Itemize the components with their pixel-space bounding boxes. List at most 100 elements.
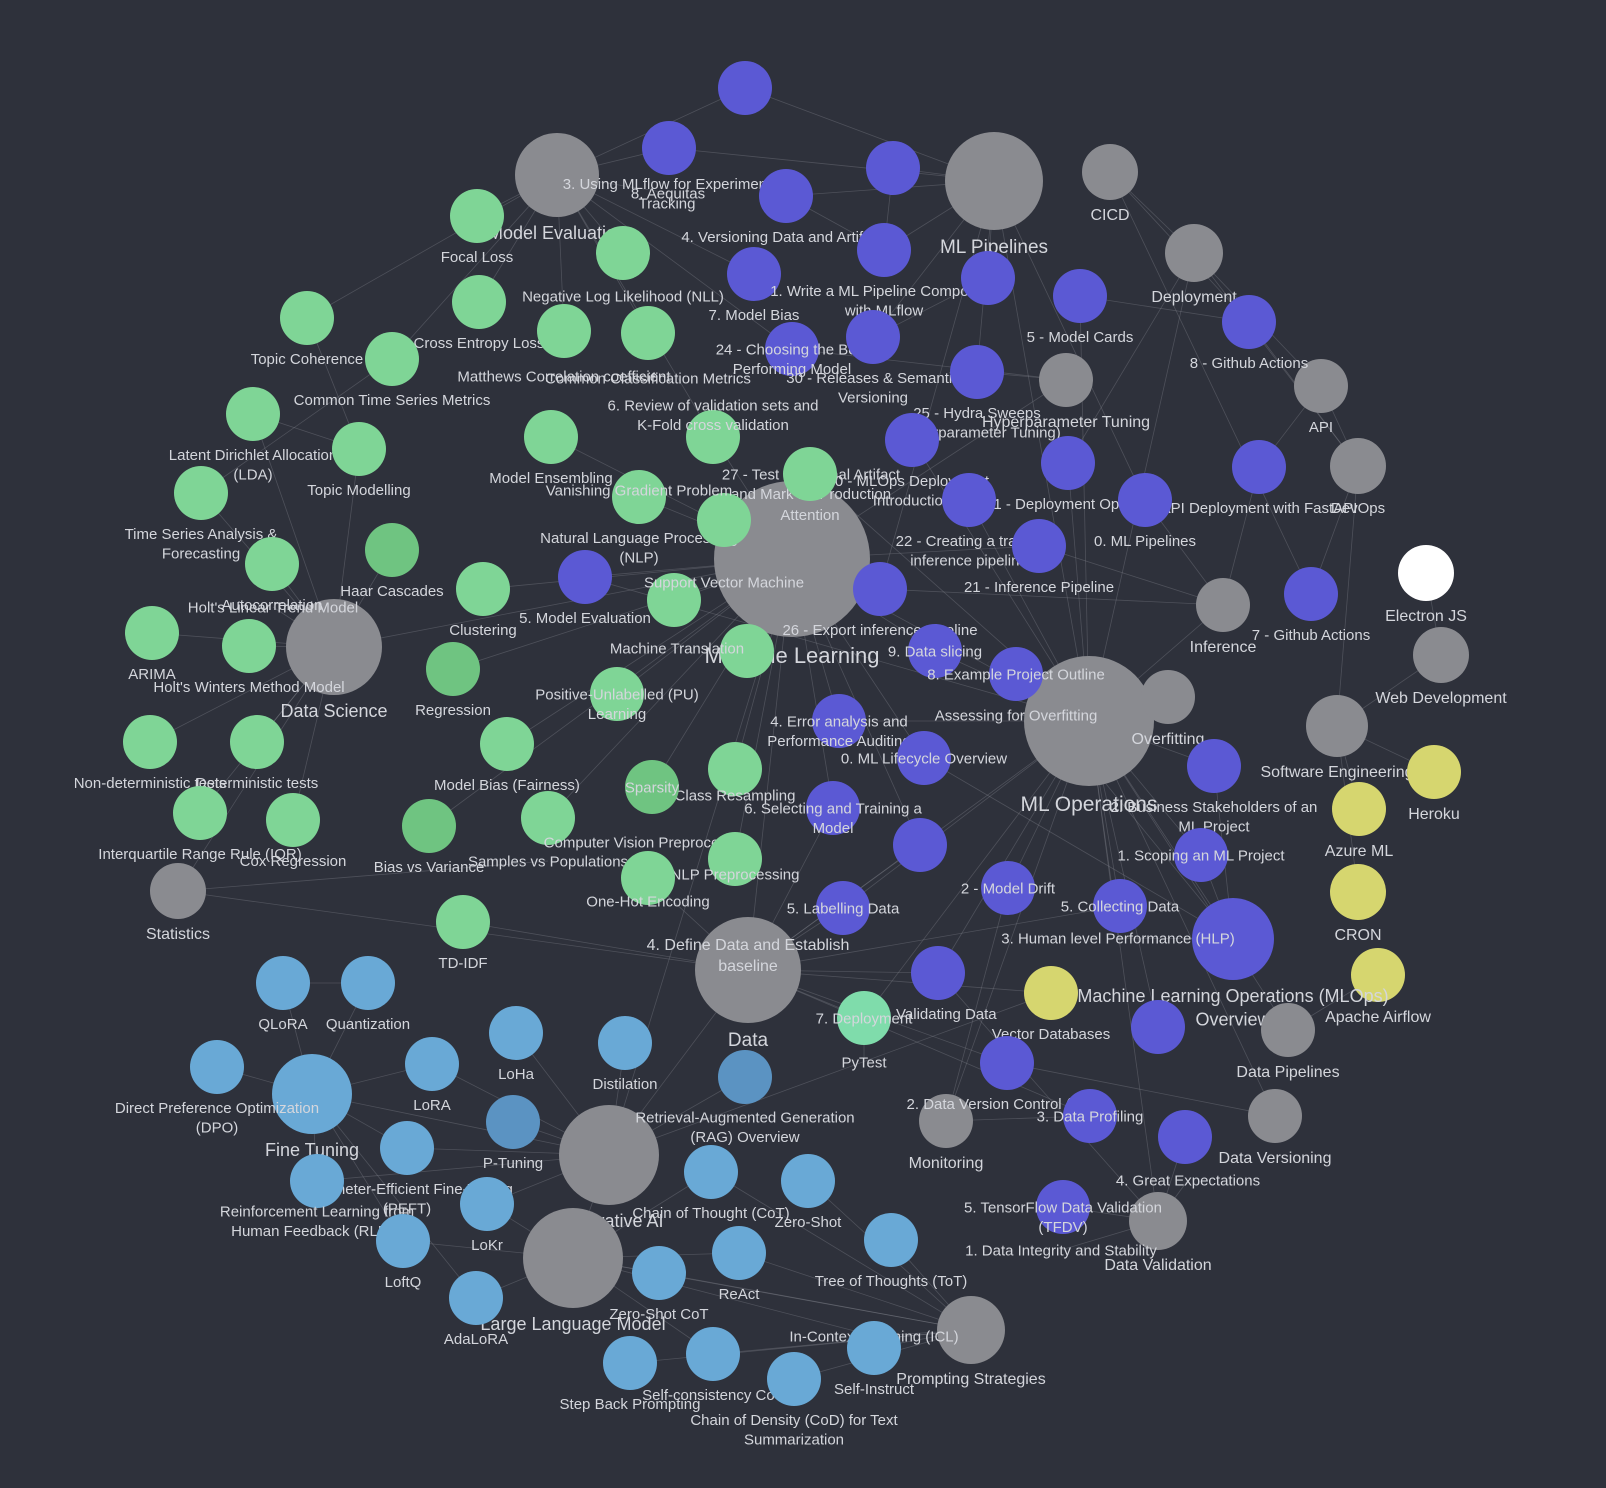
- graph-node[interactable]: PyTest: [841, 1054, 887, 1071]
- graph-node-circle[interactable]: [759, 169, 813, 223]
- graph-node-circle[interactable]: [686, 410, 740, 464]
- graph-node[interactable]: Monitoring: [909, 1094, 984, 1172]
- graph-node[interactable]: Model Evaluation: [488, 133, 626, 243]
- graph-node-circle[interactable]: [1398, 545, 1454, 601]
- graph-node-circle[interactable]: [1053, 269, 1107, 323]
- graph-node[interactable]: CICD: [1082, 144, 1138, 224]
- graph-node-circle[interactable]: [1165, 224, 1223, 282]
- graph-node-circle[interactable]: [712, 1226, 766, 1280]
- graph-node-circle[interactable]: [150, 863, 206, 919]
- graph-node-circle[interactable]: [720, 624, 774, 678]
- graph-node-circle[interactable]: [642, 121, 696, 175]
- graph-node[interactable]: DevOps: [1330, 438, 1386, 517]
- graph-node-circle[interactable]: [1039, 353, 1093, 407]
- graph-node[interactable]: Natural Language Processing(NLP): [540, 470, 738, 567]
- graph-node[interactable]: Time Series Analysis &Forecasting: [125, 466, 278, 563]
- graph-node[interactable]: Topic Coherence: [251, 291, 364, 368]
- graph-node-circle[interactable]: [1232, 440, 1286, 494]
- graph-node-circle[interactable]: [1261, 1003, 1315, 1057]
- graph-node[interactable]: Overfitting: [1132, 670, 1205, 748]
- graph-node-circle[interactable]: [695, 917, 801, 1023]
- graph-node[interactable]: 4. Versioning Data and Artifacts: [681, 169, 891, 246]
- graph-node-circle[interactable]: [697, 493, 751, 547]
- graph-node[interactable]: Data Validation: [1104, 1192, 1212, 1274]
- graph-node[interactable]: One-Hot Encoding: [586, 851, 710, 910]
- graph-node-circle[interactable]: [1082, 144, 1138, 200]
- graph-node[interactable]: LoftQ: [376, 1214, 430, 1291]
- graph-node[interactable]: 6. Validating Data: [879, 946, 997, 1023]
- graph-node[interactable]: Data Pipelines: [1236, 1003, 1340, 1081]
- graph-node[interactable]: Holt's Linear Trend Model: [188, 599, 358, 616]
- graph-node[interactable]: 4. Great Expectations: [1116, 1172, 1260, 1189]
- graph-node[interactable]: 8. Example Project Outline: [927, 647, 1105, 701]
- graph-node-circle[interactable]: [1196, 578, 1250, 632]
- graph-node[interactable]: 5. Collecting Data: [1061, 879, 1180, 933]
- graph-node-circle[interactable]: [1024, 656, 1154, 786]
- graph-node[interactable]: Apache Airflow: [1325, 948, 1431, 1026]
- graph-node-circle[interactable]: [1306, 695, 1368, 757]
- graph-node-circle[interactable]: [559, 1105, 659, 1205]
- graph-node[interactable]: Software Engineering: [1261, 695, 1414, 781]
- graph-node[interactable]: Zero-Shot: [775, 1154, 843, 1231]
- graph-node[interactable]: Cox Regression: [240, 793, 347, 870]
- graph-node-circle[interactable]: [846, 310, 900, 364]
- graph-node[interactable]: ARIMA: [125, 606, 179, 683]
- graph-node[interactable]: Statistics: [146, 863, 210, 943]
- graph-node[interactable]: 8 - Github Actions: [1190, 295, 1308, 372]
- graph-node-circle[interactable]: [647, 573, 701, 627]
- graph-node-circle[interactable]: [1129, 1192, 1187, 1250]
- graph-node-circle[interactable]: [942, 473, 996, 527]
- graph-node[interactable]: 5. TensorFlow Data Validation(TFDV): [964, 1180, 1162, 1236]
- graph-node[interactable]: Inference: [1190, 578, 1257, 656]
- graph-node-circle[interactable]: [332, 422, 386, 476]
- graph-node[interactable]: Fine Tuning: [265, 1054, 359, 1160]
- graph-node-circle[interactable]: [558, 550, 612, 604]
- graph-node-circle[interactable]: [486, 1095, 540, 1149]
- graph-node-circle[interactable]: [603, 1336, 657, 1390]
- graph-node[interactable]: Data Science: [280, 599, 388, 721]
- graph-node-circle[interactable]: [286, 599, 382, 695]
- graph-node[interactable]: 7. Model Bias: [709, 247, 800, 324]
- graph-node[interactable]: 0. ML Pipelines: [1094, 473, 1196, 550]
- graph-node-circle[interactable]: [449, 1271, 503, 1325]
- graph-node[interactable]: TD-IDF: [436, 895, 490, 972]
- graph-node[interactable]: Data: [695, 917, 801, 1051]
- graph-node-circle[interactable]: [1413, 627, 1469, 683]
- graph-node-circle[interactable]: [945, 132, 1043, 230]
- graph-node-circle[interactable]: [173, 786, 227, 840]
- graph-node[interactable]: Step Back Prompting: [560, 1336, 701, 1413]
- graph-node-circle[interactable]: [598, 1016, 652, 1070]
- graph-node-circle[interactable]: [1187, 739, 1241, 793]
- graph-node[interactable]: LoRA: [405, 1037, 459, 1114]
- graph-node-circle[interactable]: [405, 1037, 459, 1091]
- graph-node[interactable]: Clustering: [449, 562, 517, 639]
- graph-node[interactable]: 3. Human level Performance (HLP): [1001, 930, 1234, 947]
- graph-node[interactable]: ML Operations: [1021, 656, 1158, 816]
- graph-node-circle[interactable]: [537, 304, 591, 358]
- graph-node-circle[interactable]: [1141, 670, 1195, 724]
- graph-node[interactable]: P-Tuning: [483, 1095, 543, 1172]
- graph-node-circle[interactable]: [402, 799, 456, 853]
- graph-node-circle[interactable]: [1093, 879, 1147, 933]
- graph-node[interactable]: 2. Data Version Control (DVC): [907, 1036, 1108, 1113]
- graph-node[interactable]: Distilation: [592, 1016, 658, 1093]
- graph-node-circle[interactable]: [1284, 567, 1338, 621]
- graph-node[interactable]: 21 - Inference Pipeline: [964, 519, 1114, 596]
- graph-node[interactable]: Common Time Series Metrics: [294, 332, 491, 409]
- graph-node-circle[interactable]: [290, 1154, 344, 1208]
- graph-node-circle[interactable]: [1332, 782, 1386, 836]
- graph-node[interactable]: Class Resampling: [675, 742, 796, 804]
- graph-node[interactable]: [1158, 1110, 1212, 1164]
- graph-node-circle[interactable]: [847, 1321, 901, 1375]
- graph-node[interactable]: 2 - Model Drift: [961, 861, 1056, 915]
- graph-node[interactable]: Deterministic tests: [196, 715, 319, 792]
- graph-node-circle[interactable]: [125, 606, 179, 660]
- graph-node[interactable]: Heroku: [1407, 745, 1461, 823]
- graph-node[interactable]: Common Classification Metrics: [545, 306, 751, 387]
- graph-node[interactable]: [718, 61, 772, 115]
